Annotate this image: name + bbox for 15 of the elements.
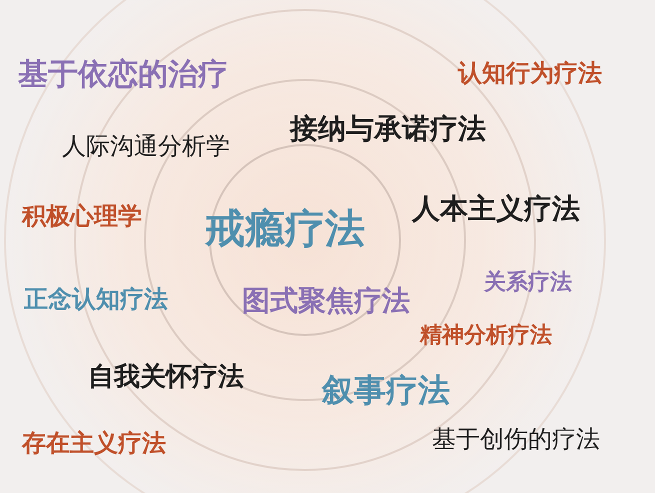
therapy-label: 正念认知疗法 (24, 286, 168, 314)
therapy-label: 人本主义疗法 (412, 193, 580, 226)
therapy-label: 基于创伤的疗法 (432, 426, 600, 454)
therapy-label: 关系疗法 (484, 270, 572, 296)
therapy-label: 精神分析疗法 (420, 323, 552, 348)
therapy-label: 戒瘾疗法 (205, 206, 365, 252)
therapy-label: 叙事疗法 (322, 372, 450, 409)
therapy-label: 基于依恋的治疗 (18, 58, 228, 92)
therapy-label: 积极心理学 (22, 203, 142, 231)
therapy-label: 认知行为疗法 (458, 60, 602, 88)
therapy-label: 接纳与承诺疗法 (290, 113, 486, 146)
therapy-label: 自我关怀疗法 (88, 363, 244, 393)
therapy-label: 存在主义疗法 (22, 430, 166, 458)
therapy-label: 人际沟通分析学 (62, 133, 230, 161)
therapy-label: 图式聚焦疗法 (242, 285, 410, 318)
